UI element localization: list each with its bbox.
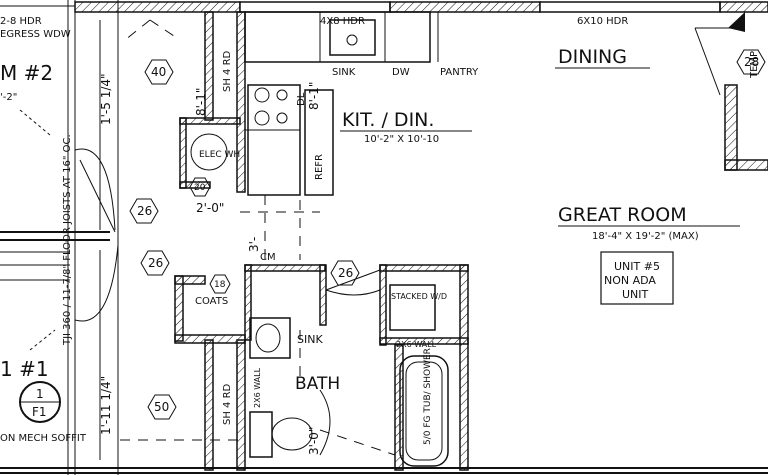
room-2-dimension: '-2" — [0, 92, 17, 103]
dimension-dl-8-1: 8'-1" — [307, 82, 321, 110]
dimension-lines — [99, 0, 119, 475]
kitchen-counters — [244, 11, 439, 196]
f1-code: F1 — [32, 405, 47, 419]
tag-28: 28 — [744, 55, 759, 69]
water-heater — [190, 133, 228, 171]
tag-26-a: 26 — [137, 204, 152, 218]
tag-50: 50 — [154, 400, 169, 414]
unit-ada-status: NON ADA — [604, 274, 656, 287]
pantry-label: PANTRY — [440, 67, 479, 78]
central-walls — [174, 11, 327, 471]
header-6x10: 6X10 HDR — [577, 16, 628, 27]
unit-number: UNIT #5 — [614, 260, 660, 273]
kitchen-dining-label: KIT. / DIN. — [342, 109, 434, 131]
dl-abbreviation: DL — [296, 92, 307, 106]
hdr-left-top: 2-8 HDR — [0, 16, 42, 27]
tag-40: 40 — [151, 65, 166, 79]
left-walls — [0, 0, 119, 475]
header-4x8: 4X8 HDR — [320, 16, 365, 27]
bath-sink-label: SINK — [297, 333, 323, 346]
dimension-3: 3'- — [247, 237, 261, 252]
f1-number: 1 — [36, 387, 44, 401]
right-walls — [694, 12, 768, 171]
stacked-wd-label: STACKED W/D — [391, 292, 447, 301]
bottom-exterior-wall — [0, 467, 768, 474]
refrigerator-label: REFR — [314, 154, 325, 180]
dashed-ceiling-lines — [120, 19, 396, 456]
dimension-1-5: 1'-5 1/4" — [99, 73, 113, 125]
elec-wh-label: ELEC WH — [199, 150, 240, 160]
hex-tags — [129, 49, 766, 420]
great-room-dimension: 18'-4" X 19'-2" (MAX) — [592, 231, 699, 242]
tub-shower-label: 5/0 FG TUB/ SHOWER — [423, 348, 433, 445]
coats-label: COATS — [195, 296, 228, 307]
tag-18: 18 — [214, 280, 226, 290]
unit-label-box — [600, 251, 674, 305]
tag-20: 20 — [194, 183, 206, 193]
top-exterior-wall — [0, 1, 768, 13]
dimension-2-0: 2'-0" — [196, 201, 224, 215]
bath-walls — [325, 264, 469, 471]
unit-word: UNIT — [622, 288, 649, 301]
room-2-label: M #2 — [0, 61, 53, 85]
dimension-1-11: 1'-11 1/4" — [99, 376, 113, 435]
section-marker-f1 — [19, 381, 61, 423]
room-1-label: 1 #1 — [0, 357, 49, 381]
temp-label: TEMP — [749, 51, 760, 79]
egress-window-label: EGRESS WDW — [0, 29, 71, 40]
kitchen-sink-label: SINK — [332, 67, 356, 78]
shelf-rod-bottom: SH 4 RD — [222, 383, 233, 425]
dimension-8-1: 8'-1" — [194, 88, 208, 116]
bath-fixtures — [249, 317, 331, 458]
mech-soffit-note: ON MECH SOFFIT — [0, 433, 87, 444]
cm-abbreviation: CM — [260, 252, 276, 263]
kitchen-dining-dimension: 10'-2" X 10'-10 — [364, 134, 439, 145]
bath-label: BATH — [295, 374, 340, 394]
floor-joist-note: TJI 360 / 11-7/8" FLOOR JOISTS AT 16" OC… — [62, 134, 73, 346]
dimension-3-0: 3'-0" — [307, 427, 321, 455]
dishwasher-label: DW — [392, 67, 410, 78]
wall-2x6-horizontal: 2X6 WALL — [396, 340, 437, 349]
tag-26-c: 26 — [338, 266, 353, 280]
great-room-label: GREAT ROOM — [558, 204, 687, 226]
dining-label: DINING — [558, 46, 627, 68]
wall-2x6-vertical: 2X6 WALL — [253, 367, 262, 408]
tag-26-b: 26 — [148, 256, 163, 270]
shelf-rod-top: SH 4 RD — [222, 50, 233, 92]
